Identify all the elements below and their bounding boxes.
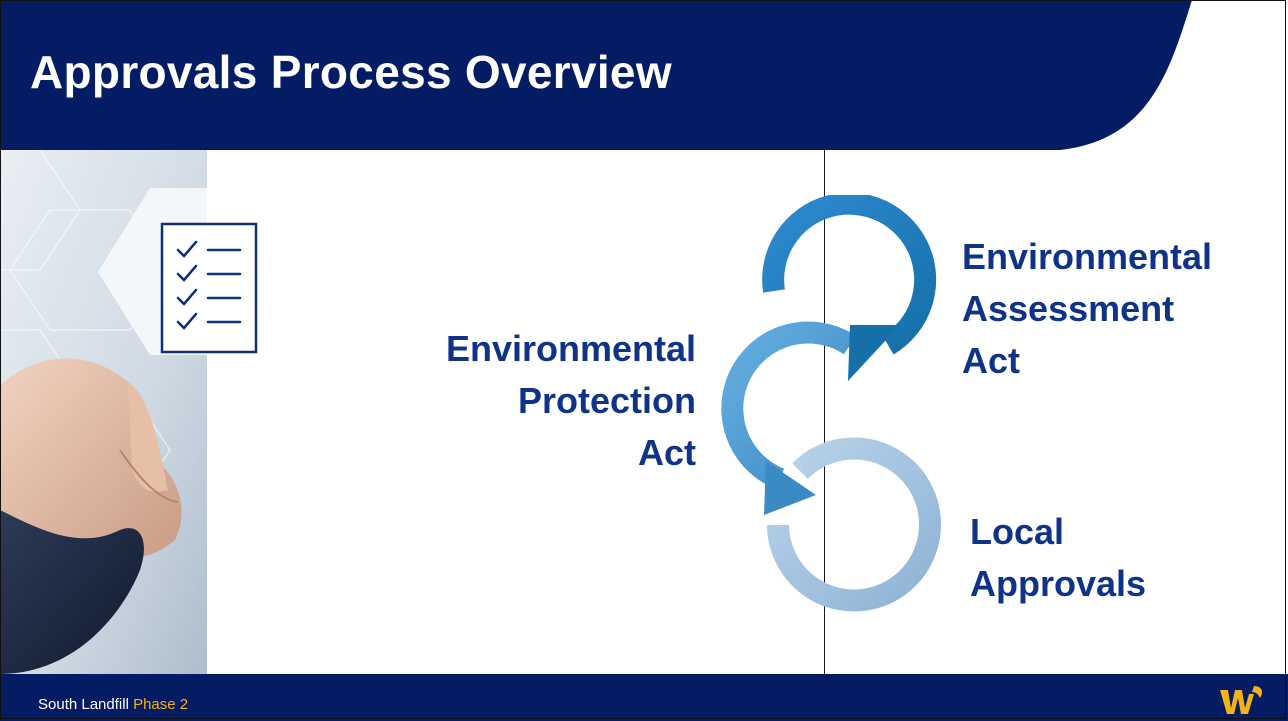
label-line: Protection xyxy=(517,380,696,421)
label-local-approvals: Local Approvals xyxy=(970,506,1146,610)
label-environmental-assessment-act: Environmental Assessment Act xyxy=(962,231,1212,387)
label-line: Act xyxy=(637,432,696,473)
label-line: Approvals xyxy=(970,563,1147,604)
arrow-environmental-protection xyxy=(721,321,857,515)
process-cycle-diagram xyxy=(721,195,941,612)
arrow-local-approvals xyxy=(767,437,941,612)
label-line: Environmental xyxy=(445,328,696,369)
checklist-icon xyxy=(160,222,258,354)
label-environmental-protection-act: Environmental Protection Act xyxy=(446,323,696,479)
brand-logo-icon xyxy=(1220,686,1262,714)
slide-title: Approvals Process Overview xyxy=(30,46,672,98)
footer-phase: Phase 2 xyxy=(133,696,189,713)
title-band xyxy=(0,0,1192,150)
label-line: Assessment xyxy=(962,288,1175,329)
arrow-environmental-assessment xyxy=(762,195,937,381)
label-line: Act xyxy=(962,340,1021,381)
label-line: Local xyxy=(970,511,1065,552)
footer-caption: South Landfill Phase 2 xyxy=(38,696,188,713)
footer-bar: South Landfill Phase 2 xyxy=(0,674,1288,721)
center-divider xyxy=(824,150,825,674)
label-line: Environmental xyxy=(962,236,1213,277)
footer-project: South Landfill xyxy=(38,696,129,713)
